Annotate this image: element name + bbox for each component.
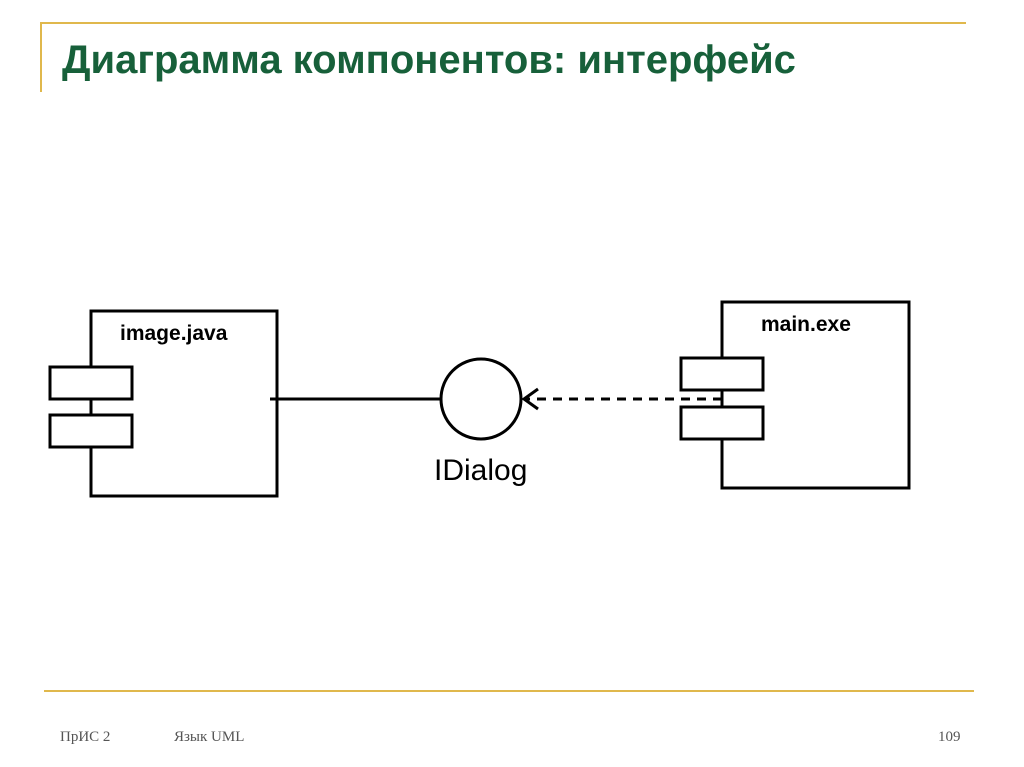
top-border-line: [40, 22, 966, 24]
dependency-arrowhead: [521, 387, 539, 411]
interface-circle: [439, 357, 523, 441]
component-port-bottom: [679, 405, 765, 441]
component-port-top: [48, 365, 134, 401]
component-body: [720, 300, 911, 490]
slide-title: Диаграмма компонентов: интерфейс: [62, 38, 796, 82]
footer-course: ПрИС 2: [60, 729, 111, 745]
left-border-line: [40, 22, 42, 92]
footer-topic: Язык UML: [174, 729, 245, 745]
component-body: [89, 309, 279, 498]
component-label: main.exe: [761, 313, 851, 336]
component-image-java: image.java: [48, 309, 279, 498]
footer-divider: [44, 690, 974, 692]
interface-label: IDialog: [434, 454, 527, 487]
component-port-bottom: [48, 413, 134, 449]
page-number: 109: [938, 729, 961, 745]
component-port-top: [679, 356, 765, 392]
component-label: image.java: [120, 322, 228, 345]
component-main-exe: main.exe: [679, 300, 911, 490]
